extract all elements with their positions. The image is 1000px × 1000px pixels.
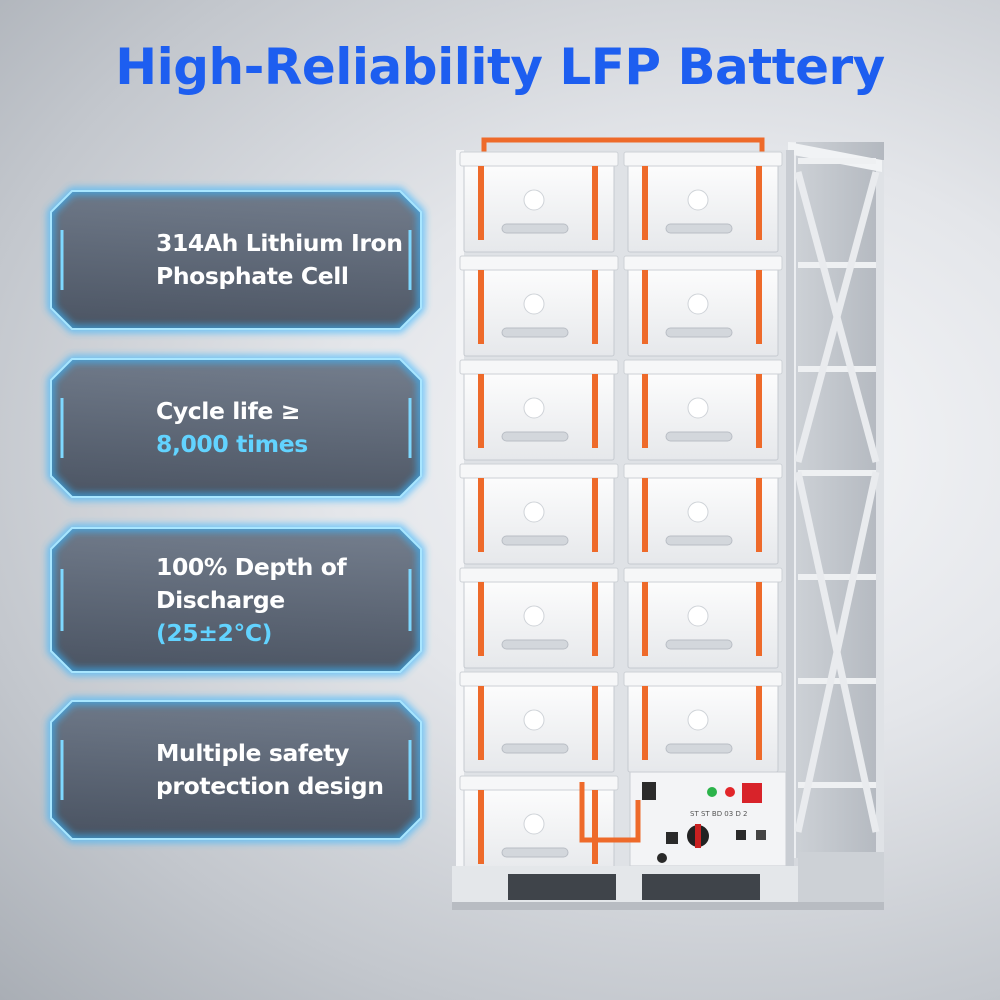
control-panel: ST ST BD 03 D 2 [579,771,787,867]
battery-rack-illustration: ST ST BD 03 D 2 [452,132,892,932]
feature-cycle-line2: 8,000 times [156,430,308,458]
feature-cell-line2: Phosphate Cell [156,262,349,290]
battery-module [459,775,619,877]
feature-safety-line2: protection design [156,772,384,800]
feature-card-depth-of-discharge: 100% Depth of Discharge (25±2°C) [50,527,422,673]
red-indicator-light [725,787,735,797]
feature-dod-line1: 100% Depth of [156,552,347,581]
page-title: High-Reliability LFP Battery [115,38,885,96]
battery-module [459,463,619,565]
rack-side-shelves [798,158,876,788]
feature-card-cycle-life: Cycle life ≥ 8,000 times [50,358,422,498]
rack-base [452,852,884,910]
green-indicator-light [707,787,717,797]
control-panel-label: ST ST BD 03 D 2 [690,810,748,818]
battery-module [623,359,783,461]
battery-module [459,567,619,669]
battery-module [623,463,783,565]
battery-module [459,359,619,461]
battery-module [459,671,619,773]
red-terminal [742,783,762,803]
battery-module [623,567,783,669]
top-orange-cable [481,137,765,160]
feature-card-cell: 314Ah Lithium Iron Phosphate Cell [50,190,422,330]
battery-modules [459,151,783,877]
feature-cycle-line1: Cycle life ≥ [156,397,301,425]
black-connector [642,782,656,800]
feature-dod-line3: (25±2°C) [156,618,273,647]
feature-card-safety: Multiple safety protection design [50,700,422,840]
feature-dod-line2: Discharge [156,585,285,614]
feature-safety-line1: Multiple safety [156,739,350,767]
battery-module [459,151,619,253]
rack-cross-bracing [794,171,880,833]
battery-module [459,255,619,357]
battery-module [623,671,783,773]
feature-cell-line1: 314Ah Lithium Iron [156,229,403,257]
battery-module [623,255,783,357]
battery-module [623,151,783,253]
